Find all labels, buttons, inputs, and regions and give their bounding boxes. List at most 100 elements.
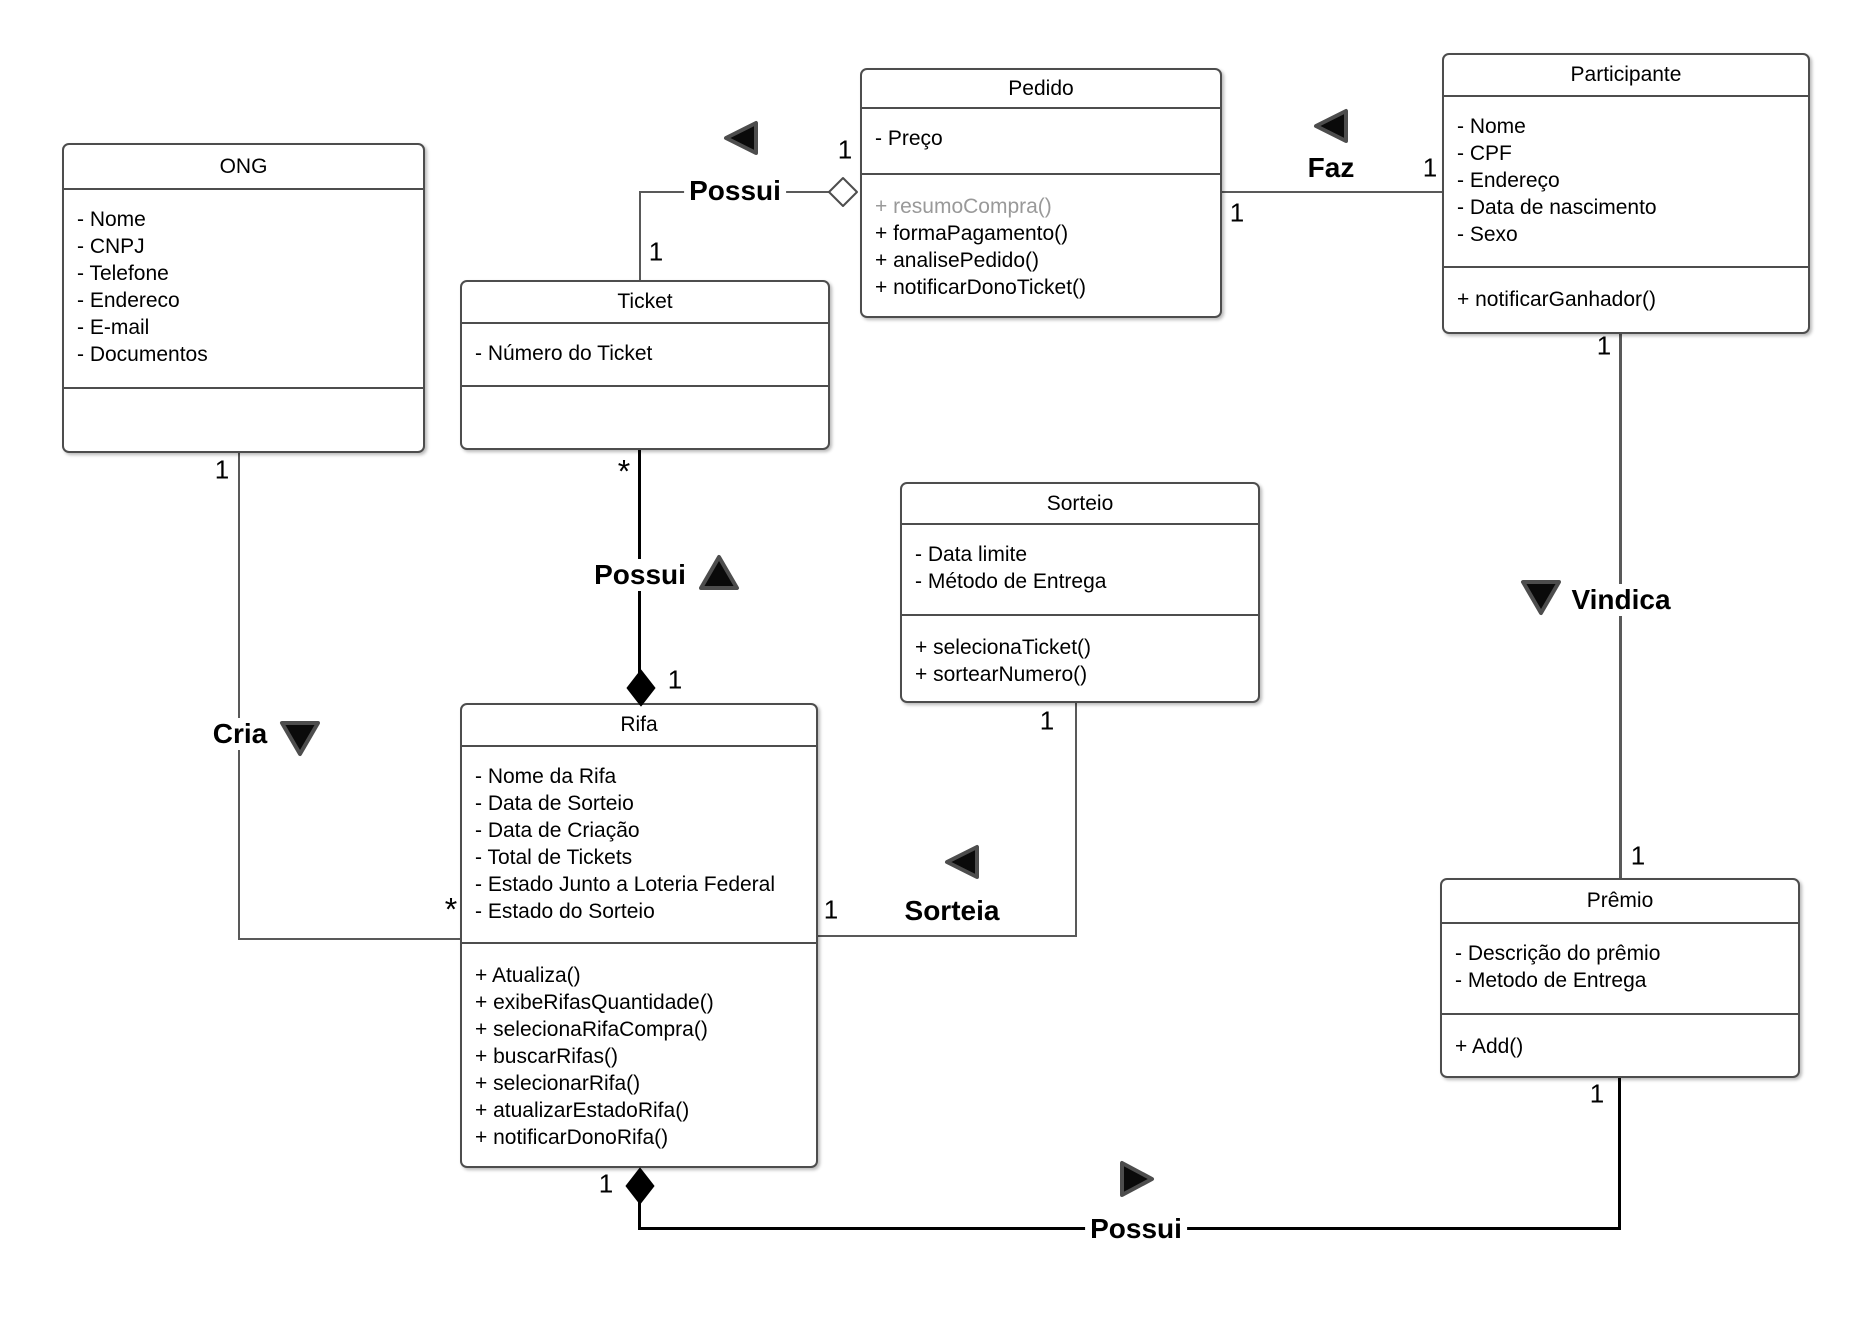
triangle-right-icon [1115,1158,1159,1200]
association-label-sorteia: Sorteia [899,895,1005,927]
multiplicity-sorteia-at-rifa: 1 [823,894,839,925]
multiplicity-faz-at-participante: 1 [1422,152,1438,183]
multiplicity-faz-at-pedido: 1 [1229,197,1245,228]
attribute: - Preço [875,127,943,150]
method: + atualizarEstadoRifa() [475,1099,690,1122]
method: + notificarGanhador() [1457,288,1657,311]
attribute: - Documentos [77,343,208,366]
class-rifa-title: Rifa [462,705,816,747]
class-pedido-title: Pedido [862,70,1220,109]
multiplicity-vindica-at-premio: 1 [1630,840,1646,871]
method: + selecionaTicket() [915,636,1092,659]
multiplicity-sorteia-at-sorteio: 1 [1039,705,1055,736]
method: + resumoCompra() [875,195,1052,218]
multiplicity-rifa-premio-at-rifa: 1 [598,1168,614,1199]
method: + notificarDonoTicket() [875,276,1087,299]
attribute: - Método de Entrega [915,570,1107,593]
edge-pedido-participante [1222,191,1442,193]
method: + exibeRifasQuantidade() [475,991,714,1014]
class-pedido[interactable]: Pedido - Preço + resumoCompra() + formaPa… [860,68,1222,318]
class-participante-methods: + notificarGanhador() [1444,268,1808,313]
method: + Atualiza() [475,964,581,987]
class-ong-methods [64,389,423,407]
class-ong[interactable]: ONG - Nome- CNPJ- Telefone- Endereco- E-… [62,143,425,453]
class-pedido-methods: + resumoCompra() + formaPagamento() + anal… [862,175,1220,301]
association-label-vindica: Vindica [1566,584,1676,616]
attribute: - Data de Criação [475,819,640,842]
class-sorteio-methods: + selecionaTicket() + sortearNumero() [902,616,1258,688]
class-rifa-methods: + Atualiza() + exibeRifasQuantidade() + se… [462,944,816,1151]
attribute: - Nome da Rifa [475,765,617,788]
class-ticket[interactable]: Ticket - Número do Ticket [460,280,830,450]
edge-sorteio-rifa-horizontal [818,935,1077,937]
method: + sortearNumero() [915,663,1088,686]
method: + notificarDonoRifa() [475,1126,669,1149]
class-premio-title: Prêmio [1442,880,1798,924]
triangle-down-icon [1519,577,1563,619]
edge-ong-rifa-horizontal [238,938,460,940]
method: + Add() [1455,1035,1524,1058]
attribute: - Data limite [915,543,1028,566]
attribute: - Data de Sorteio [475,792,634,815]
attribute: - Número do Ticket [475,342,653,365]
aggregation-open-diamond-icon [827,176,859,208]
attribute: - Descrição do prêmio [1455,942,1661,965]
class-ticket-title: Ticket [462,282,828,324]
class-premio[interactable]: Prêmio - Descrição do prêmio - Metodo de … [1440,878,1800,1078]
class-pedido-attributes: - Preço [862,109,1220,175]
attribute: - Estado Junto a Loteria Federal [475,873,776,896]
multiplicity-cria-at-rifa: * [444,891,458,928]
association-label-possui-ticket-rifa: Possui [589,559,691,591]
attribute: - Data de nascimento [1457,196,1657,219]
multiplicity-ticket-rifa-at-rifa: 1 [667,664,683,695]
triangle-left-icon [718,118,762,158]
class-sorteio-title: Sorteio [902,484,1258,525]
attribute: - Metodo de Entrega [1455,969,1647,992]
association-label-cria: Cria [207,718,273,750]
class-sorteio-attributes: - Data limite - Método de Entrega [902,525,1258,616]
attribute: - Nome [1457,115,1526,138]
class-premio-attributes: - Descrição do prêmio - Metodo de Entrega [1442,924,1798,1015]
triangle-left-icon [1308,106,1352,146]
edge-ticket-pedido-vertical [639,192,641,280]
class-rifa[interactable]: Rifa - Nome da Rifa - Data de Sorteio - Da… [460,703,818,1168]
composition-filled-diamond-top-icon [625,668,657,708]
attribute: - Endereço [1457,169,1560,192]
edge-ong-rifa-vertical [238,453,240,940]
attribute: - Sexo [1457,223,1518,246]
association-label-faz: Faz [1302,152,1360,184]
edge-rifa-premio-vertical-right [1618,1078,1621,1230]
triangle-down-icon [278,718,322,760]
class-ticket-attributes: - Número do Ticket [462,324,828,387]
class-participante-title: Participante [1444,55,1808,97]
class-ong-title: ONG [64,145,423,190]
attribute: - Endereco [77,289,180,312]
multiplicity-cria-at-ong: 1 [214,454,230,485]
method: + buscarRifas() [475,1045,618,1068]
multiplicity-ticket-rifa-at-ticket: * [617,453,631,490]
edge-sorteio-rifa-vertical [1075,703,1077,937]
multiplicity-ticket-pedido-at-ticket: 1 [648,236,664,267]
attribute: - Telefone [77,262,169,285]
attribute: - CPF [1457,142,1512,165]
attribute: - Estado do Sorteio [475,900,655,923]
class-participante[interactable]: Participante - Nome - CPF - Endereço - Data… [1442,53,1810,334]
class-rifa-attributes: - Nome da Rifa - Data de Sorteio - Data de… [462,747,816,944]
class-participante-attributes: - Nome - CPF - Endereço - Data de nasciment… [1444,97,1808,268]
attribute: - Nome [77,208,146,231]
multiplicity-ticket-pedido-at-pedido: 1 [837,134,853,165]
composition-filled-diamond-bottom-icon [624,1166,656,1206]
attribute: - CNPJ [77,235,145,258]
multiplicity-vindica-at-participante: 1 [1596,330,1612,361]
method: + formaPagamento() [875,222,1069,245]
association-label-possui-ticket-pedido: Possui [684,175,786,207]
method: + analisePedido() [875,249,1040,272]
class-ticket-methods [462,387,828,405]
method: + selecionarRifa() [475,1072,641,1095]
method: + selecionaRifaCompra() [475,1018,708,1041]
class-sorteio[interactable]: Sorteio - Data limite - Método de Entrega… [900,482,1260,703]
class-ong-attributes: - Nome- CNPJ- Telefone- Endereco- E-mail… [64,190,423,389]
attribute: - Total de Tickets [475,846,633,869]
class-premio-methods: + Add() [1442,1015,1798,1060]
